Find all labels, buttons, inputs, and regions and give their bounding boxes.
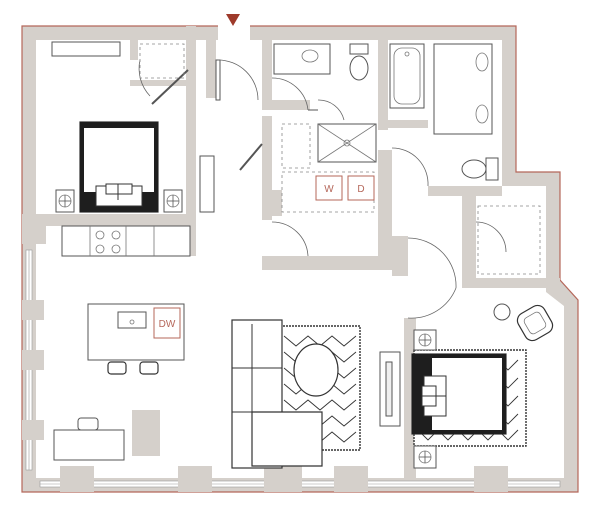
washer [315, 175, 343, 201]
entry-marker [226, 14, 240, 26]
bedroom-1 [51, 41, 215, 213]
bath-1-vanity [273, 43, 331, 75]
bath-1 [273, 43, 377, 169]
nightstand-bottom [413, 445, 437, 469]
sofa [231, 319, 323, 469]
coffee-table [293, 343, 339, 397]
dryer-label: D [357, 184, 364, 195]
desk [53, 429, 125, 461]
desk-area [53, 410, 160, 461]
nightstand-top [413, 329, 437, 351]
side-table [493, 303, 511, 321]
dishwasher-label: DW [159, 319, 176, 330]
shower-1 [317, 123, 377, 163]
closet-shelf [139, 43, 185, 79]
kitchen: DW [61, 225, 191, 375]
double-vanity [433, 43, 493, 135]
bath-2-toilet-tank [485, 157, 499, 181]
bath-1-toilet [349, 55, 369, 81]
living-room [231, 319, 401, 469]
bed-2 [411, 353, 507, 435]
desk-chair [77, 417, 99, 431]
laundry: W D [281, 171, 375, 213]
nightstand-left [55, 189, 75, 213]
doors [138, 59, 507, 319]
kitchen-island: DW [87, 303, 185, 361]
bath-1-toilet-tank [349, 43, 369, 55]
dryer [347, 175, 375, 201]
bar-stools [107, 361, 159, 375]
washer-label: W [324, 184, 334, 195]
bath-2 [389, 43, 499, 181]
bed-1 [79, 121, 159, 213]
bath-1-sink [281, 123, 311, 169]
bath-2-toilet [461, 159, 487, 179]
shelf [199, 155, 215, 213]
wall-piers [22, 214, 508, 492]
dishwasher [153, 307, 181, 339]
cooktop [95, 230, 121, 254]
armchair [516, 304, 554, 342]
bathtub [389, 43, 425, 109]
cabinet [132, 410, 160, 456]
hall-closet [477, 205, 541, 275]
nightstand-right [163, 189, 183, 213]
dresser [51, 41, 121, 57]
bedroom-2 [411, 303, 554, 469]
